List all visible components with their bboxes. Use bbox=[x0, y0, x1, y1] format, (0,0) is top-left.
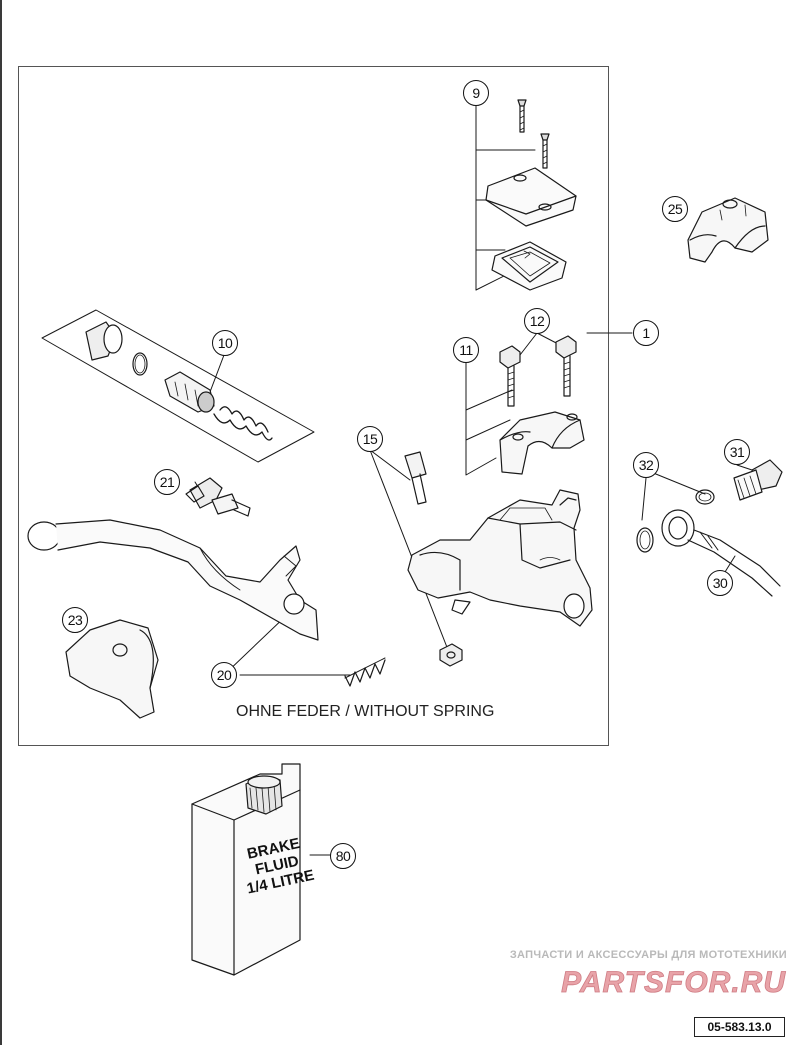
callout-20: 20 bbox=[211, 662, 237, 688]
part-15-pin bbox=[404, 451, 463, 667]
part-9-reservoir-cover bbox=[485, 99, 577, 291]
callout-12: 12 bbox=[524, 308, 550, 334]
callout-30: 30 bbox=[707, 570, 733, 596]
watermark-logo-text: PARTSFOR.RU bbox=[561, 966, 786, 998]
assembly-frame bbox=[18, 66, 609, 746]
part-25-clamp bbox=[687, 197, 769, 263]
callout-80: 80 bbox=[330, 843, 356, 869]
callout-25: 25 bbox=[662, 196, 688, 222]
drawing-code: 05-583.13.0 bbox=[694, 1017, 785, 1037]
left-edge-rule bbox=[0, 0, 2, 1045]
callout-11: 11 bbox=[453, 337, 479, 363]
part-21-adjuster bbox=[185, 477, 251, 517]
part-23-guard bbox=[65, 619, 159, 719]
callout-10: 10 bbox=[212, 330, 238, 356]
callout-9: 9 bbox=[463, 80, 489, 106]
watermark-logo: PARTSFOR.RU bbox=[561, 966, 786, 998]
part-20-lever bbox=[27, 519, 386, 687]
callout-21: 21 bbox=[154, 469, 180, 495]
callout-1: 1 bbox=[633, 320, 659, 346]
parts-30-31-32-hose bbox=[636, 459, 783, 597]
callout-23: 23 bbox=[62, 607, 88, 633]
watermark-caption: ЗАПЧАСТИ И АКСЕССУАРЫ ДЛЯ МОТОТЕХНИКИ bbox=[509, 949, 787, 961]
part-80-brake-fluid-bottle bbox=[191, 763, 301, 976]
callout-15: 15 bbox=[357, 426, 383, 452]
spring-note: OHNE FEDER / WITHOUT SPRING bbox=[236, 703, 495, 720]
part-10-piston-kit bbox=[41, 309, 315, 463]
callout-32: 32 bbox=[633, 452, 659, 478]
part-11-clamp-set bbox=[499, 335, 585, 475]
callout-31: 31 bbox=[724, 439, 750, 465]
master-cylinder-body bbox=[407, 489, 593, 627]
